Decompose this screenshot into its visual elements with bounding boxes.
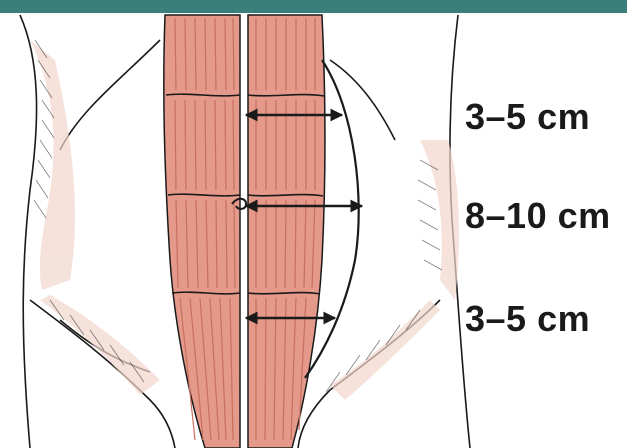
left-rectus-muscle <box>164 15 240 448</box>
torso-outline <box>20 15 470 448</box>
skin-shading <box>30 40 459 400</box>
upper-measurement-label: 3–5 cm <box>465 96 590 138</box>
middle-measurement-label: 8–10 cm <box>465 195 611 237</box>
top-frame-bar <box>0 0 627 13</box>
lower-measurement-label: 3–5 cm <box>465 298 590 340</box>
right-rectus-muscle <box>248 15 325 448</box>
